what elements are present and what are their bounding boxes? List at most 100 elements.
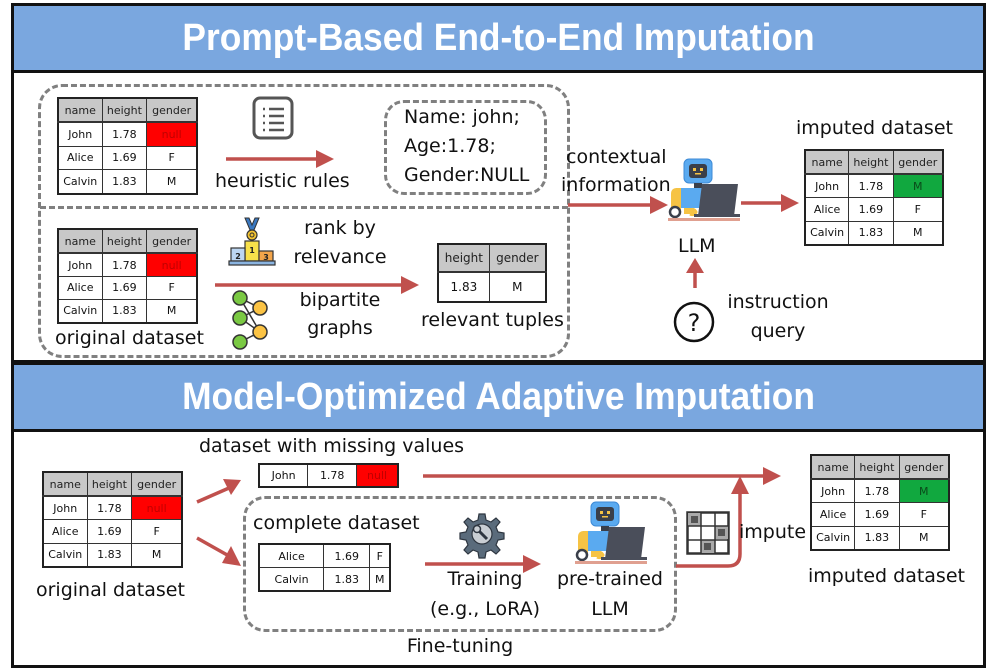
arrow-to-llm [568,196,668,214]
cell: 1.83 [86,542,133,568]
imputed-label-bottom: imputed dataset [808,565,965,587]
graph-label-2: graphs [307,317,373,339]
original-dataset-label-top: original dataset [55,327,204,349]
arrow-query-to-llm [686,258,704,288]
arrow-to-missing [196,479,241,504]
robot-laptop-icon-pretrained [575,501,647,564]
header-name: name [57,97,103,123]
null-cell: null [131,495,183,521]
cell: 1.69 [323,543,371,568]
cell: 1.69 [848,197,894,222]
cell: 1.78 [86,495,133,521]
cell: F [892,197,944,222]
header-gender: gender [892,149,944,175]
bipartite-graph-icon [232,290,268,350]
bottom-banner: Model-Optimized Adaptive Imputation [11,362,986,432]
cell: Calvin [258,567,325,592]
original-dataset-label-bottom: original dataset [36,579,185,601]
arrow-relevance [215,276,419,294]
cell: 1.78 [307,463,358,488]
cell: M [488,271,547,303]
cell: 1.69 [101,276,148,300]
cell: 1.78 [101,121,148,147]
cell: Alice [42,519,88,544]
svg-text:1: 1 [249,246,255,255]
context-label-1: contextual [566,146,667,168]
arrow-impute-curve [676,476,749,568]
cell: 1.69 [86,519,133,544]
null-cell: null [356,463,399,488]
podium-medal-icon: 2 1 3 [228,217,276,266]
training-label-1: Training [447,568,523,590]
cell: 1.83 [101,169,148,195]
bottom-title: Model-Optimized Adaptive Imputation [182,376,815,418]
cell: F [146,276,198,300]
svg-text:3: 3 [263,253,269,262]
cell: F [131,519,183,544]
relevant-tuples-label: relevant tuples [421,309,564,331]
cell: 1.83 [848,220,894,246]
cell: John [258,463,309,488]
header-name: name [804,149,850,175]
missing-values-label: dataset with missing values [199,435,465,457]
header-name: name [810,454,856,480]
top-title: Prompt-Based End-to-End Imputation [182,17,815,59]
cell: M [369,567,391,592]
cell: M [892,220,944,246]
impute-label: impute [739,521,807,543]
cell: F [898,502,950,527]
null-cell: null [146,252,198,278]
cell: John [804,173,850,199]
cell: 1.83 [437,271,490,303]
header-name: name [57,228,103,254]
header-height: height [101,228,148,254]
robot-laptop-icon [668,158,740,221]
cell: 1.69 [854,502,900,527]
cell: Calvin [57,298,103,324]
heuristic-label: heuristic rules [215,170,350,192]
svg-text:?: ? [688,309,701,337]
graph-label-1: bipartite [299,289,381,311]
header-height: height [854,454,900,480]
cell: Calvin [42,542,88,568]
prompt-line-3: Gender:NULL [404,164,530,186]
prompt-box [384,100,547,195]
header-gender: gender [898,454,950,480]
header-height: height [437,243,490,273]
fine-tuning-dashed-group [243,496,677,632]
cell: 1.83 [323,567,371,592]
complete-dataset-label: complete dataset [253,512,420,534]
rank-label-1: rank by [304,217,376,239]
header-gender: gender [146,97,198,123]
header-height: height [86,471,133,497]
cell: Alice [258,543,325,568]
arrow-training [425,555,541,573]
query-label-1: instruction [727,291,829,313]
pretrained-label-2: LLM [591,598,629,620]
cell: Alice [57,145,103,171]
cell: F [146,145,198,171]
cell: M [146,169,198,195]
arrow-missing-to-imputed [423,467,781,485]
cell: 1.83 [854,525,900,551]
cell: Alice [810,502,856,527]
cell: 1.78 [101,252,148,278]
null-cell: null [146,121,198,147]
cell: Calvin [57,169,103,195]
pretrained-label-1: pre-trained [557,568,663,590]
prompt-line-2: Age:1.78; [404,135,496,157]
arrow-to-complete [196,536,241,566]
retrieval-dashed-group [38,84,570,358]
gear-wrench-icon [459,513,505,559]
cell: Calvin [810,525,856,551]
grid-matrix-icon [686,511,730,555]
cell: John [810,478,856,504]
context-label-2: information [561,174,671,196]
arrow-llm-to-imputed [741,194,799,212]
top-banner: Prompt-Based End-to-End Imputation [11,3,986,73]
question-circle-icon: ? [673,301,715,343]
cell: 1.69 [101,145,148,171]
